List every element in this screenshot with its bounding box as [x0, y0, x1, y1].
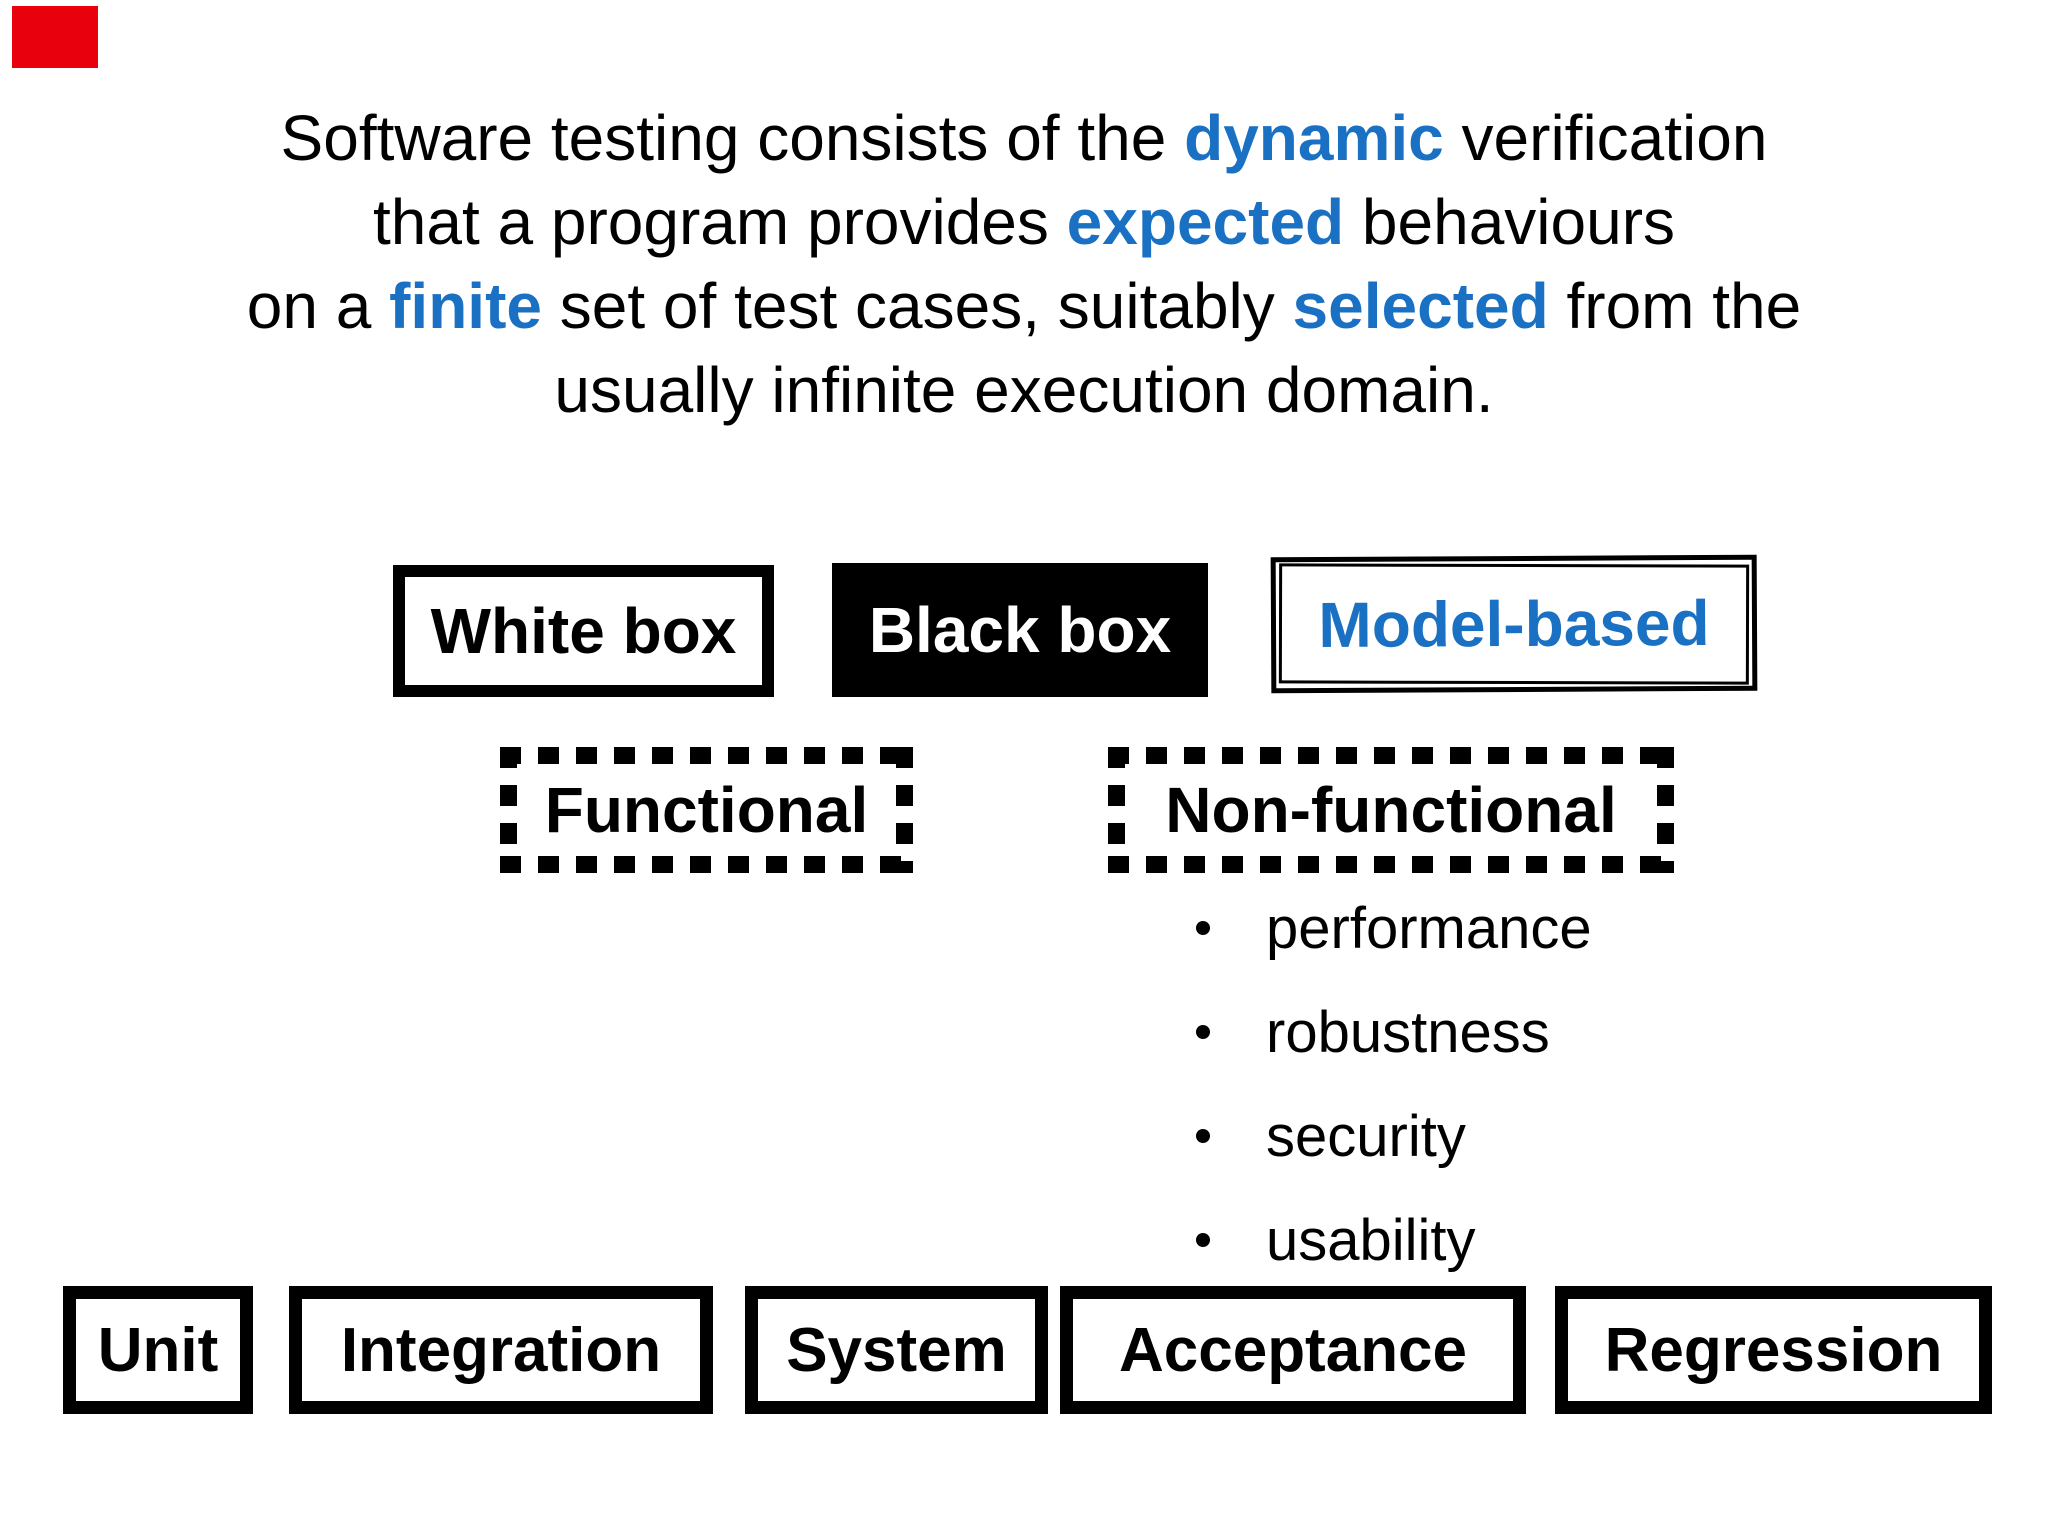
- level-box-acceptance: Acceptance: [1060, 1286, 1526, 1414]
- non-functional-label: Non-functional: [1165, 774, 1617, 846]
- list-item: robustness: [1196, 980, 1592, 1084]
- level-box-regression: Regression: [1555, 1286, 1992, 1414]
- category-box-functional: Functional: [500, 747, 913, 873]
- model-based-label: Model-based: [1318, 586, 1710, 662]
- bullet-text: security: [1266, 1103, 1466, 1169]
- quote-text: Software testing consists of the: [280, 102, 1185, 174]
- level-box-system: System: [745, 1286, 1048, 1414]
- non-functional-bullet-list: performance robustness security usabilit…: [1196, 876, 1592, 1292]
- accent-word-finite: finite: [389, 270, 542, 342]
- quote-text: behaviours: [1344, 186, 1676, 258]
- accent-word-expected: expected: [1066, 186, 1345, 258]
- bullet-dot-icon: [1196, 1233, 1210, 1247]
- integration-label: Integration: [340, 1315, 662, 1385]
- accent-word-selected: selected: [1292, 270, 1549, 342]
- accent-word-dynamic: dynamic: [1184, 102, 1444, 174]
- level-box-unit: Unit: [63, 1286, 253, 1414]
- technique-box-white-box: White box: [393, 565, 774, 697]
- definition-quote: Software testing consists of the dynamic…: [0, 96, 2048, 432]
- black-box-label: Black box: [868, 594, 1172, 666]
- list-item: performance: [1196, 876, 1592, 980]
- regression-label: Regression: [1604, 1315, 1943, 1385]
- unit-label: Unit: [97, 1315, 219, 1385]
- quote-text: verification: [1443, 102, 1768, 174]
- quote-text: that a program provides: [372, 186, 1067, 258]
- acceptance-label: Acceptance: [1118, 1315, 1468, 1385]
- technique-box-black-box: Black box: [832, 563, 1208, 697]
- quote-text: on a: [246, 270, 390, 342]
- functional-label: Functional: [544, 774, 869, 846]
- red-corner-marker: [12, 6, 98, 68]
- level-box-integration: Integration: [289, 1286, 713, 1414]
- quote-line-4: usually infinite execution domain.: [0, 348, 2048, 432]
- system-label: System: [786, 1315, 1007, 1385]
- bullet-dot-icon: [1196, 1129, 1210, 1143]
- bullet-text: usability: [1266, 1207, 1476, 1273]
- bullet-text: performance: [1266, 895, 1592, 961]
- list-item: usability: [1196, 1188, 1592, 1292]
- white-box-label: White box: [430, 595, 737, 667]
- list-item: security: [1196, 1084, 1592, 1188]
- quote-text: usually infinite execution domain.: [554, 354, 1494, 426]
- bullet-dot-icon: [1196, 1025, 1210, 1039]
- quote-line-3: on a finite set of test cases, suitably …: [0, 264, 2048, 348]
- quote-text: set of test cases, suitably: [541, 270, 1293, 342]
- technique-box-model-based: Model-based: [1270, 554, 1758, 694]
- quote-line-2: that a program provides expected behavio…: [0, 180, 2048, 264]
- quote-text: from the: [1548, 270, 1802, 342]
- quote-line-1: Software testing consists of the dynamic…: [0, 96, 2048, 180]
- bullet-text: robustness: [1266, 999, 1550, 1065]
- category-box-non-functional: Non-functional: [1108, 747, 1674, 873]
- bullet-dot-icon: [1196, 921, 1210, 935]
